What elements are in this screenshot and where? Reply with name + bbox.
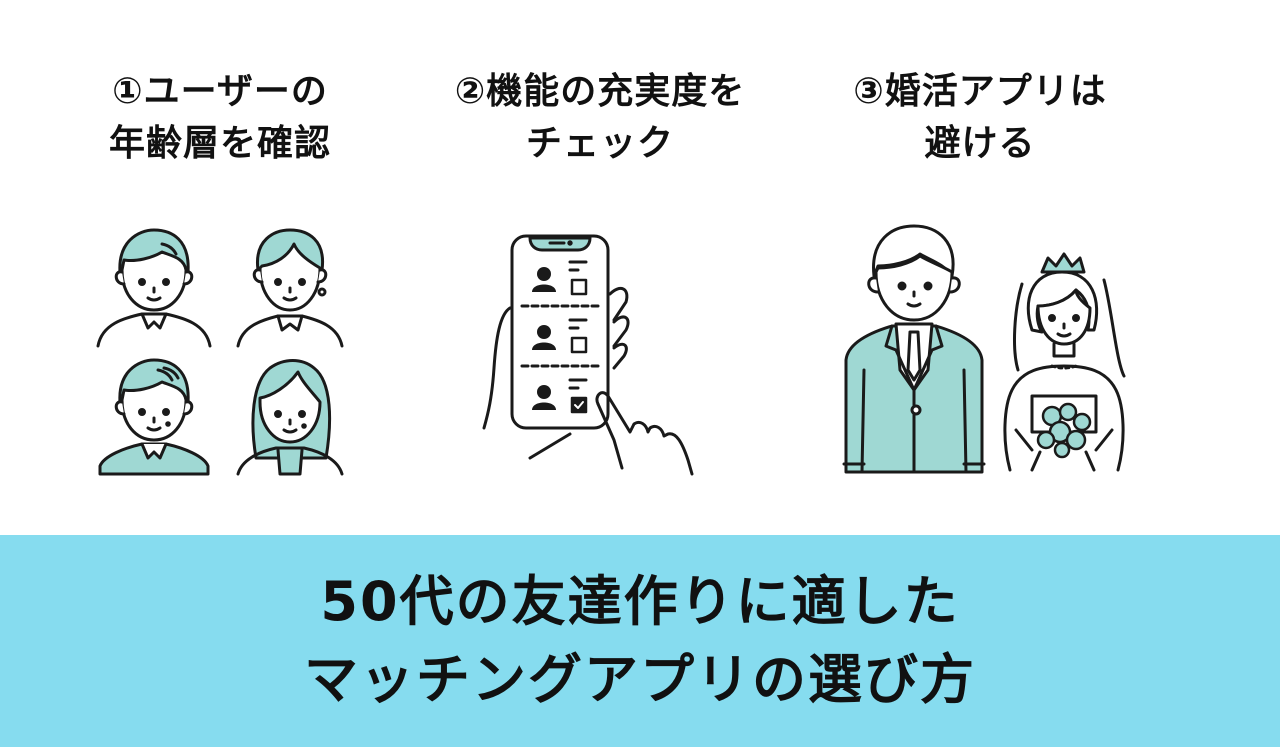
point-3-title-line-2: 避ける bbox=[924, 123, 1036, 164]
title-banner: 50代の友達作りに適した マッチングアプリの選び方 bbox=[0, 535, 1280, 747]
groom-icon bbox=[842, 224, 986, 474]
point-3-title-line-1: ③婚活アプリは bbox=[853, 71, 1107, 112]
bouquet-icon bbox=[1036, 402, 1092, 459]
profile-row-3-icon bbox=[532, 378, 588, 414]
point-2-title-line-2: チェック bbox=[525, 123, 674, 164]
point-3-title: ③婚活アプリは 避ける bbox=[820, 66, 1140, 170]
point-2-title: ②機能の充実度を チェック bbox=[420, 66, 780, 170]
long-hair-woman-avatar-icon bbox=[236, 359, 344, 476]
point-1-title-line-1: ①ユーザーの bbox=[112, 71, 328, 112]
profile-row-2-icon bbox=[532, 318, 588, 354]
banner-title-line-2: マッチングアプリの選び方 bbox=[304, 648, 976, 711]
banner-title-line-1: 50代の友達作りに適した bbox=[320, 570, 960, 633]
point-1-title-line-2: 年齢層を確認 bbox=[108, 123, 331, 164]
point-1-title: ①ユーザーの 年齢層を確認 bbox=[60, 66, 380, 170]
bride-and-groom-icon bbox=[842, 224, 1126, 474]
profile-row-1-icon bbox=[532, 260, 588, 296]
man-avatar-icon bbox=[96, 228, 212, 348]
point-2-title-line-1: ②機能の充実度を bbox=[454, 71, 746, 112]
smartphone-checklist-icon bbox=[482, 234, 694, 476]
four-people-avatars-icon bbox=[96, 228, 344, 476]
older-man-avatar-icon bbox=[98, 358, 210, 476]
woman-avatar-icon bbox=[236, 228, 344, 348]
bride-icon bbox=[1003, 252, 1126, 472]
